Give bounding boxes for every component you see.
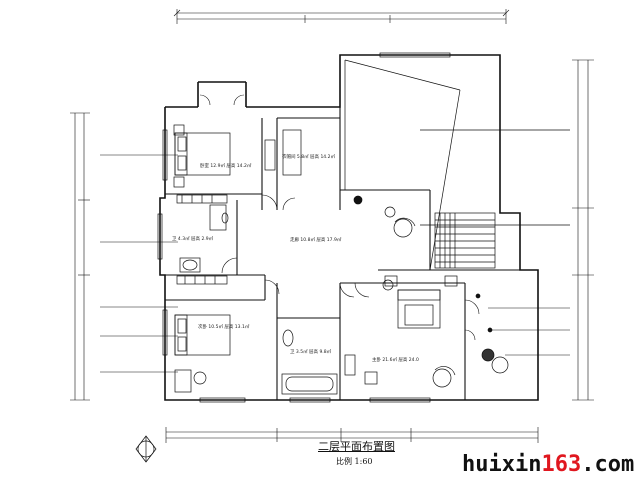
master-bed: [364, 275, 458, 388]
drawing-title: 二层平面布置图: [318, 440, 395, 453]
lounge-furniture: [353, 195, 416, 291]
exterior-walls: [159, 54, 539, 401]
bottom-dimension-lines: [165, 427, 539, 443]
room-label-corridor: 走廊 10.8㎡ 层高 17.9㎡: [290, 236, 342, 243]
site-watermark: huixin163.com: [462, 452, 634, 477]
room-label-walkin: 衣帽间 5.8㎡ 层高 14.2㎡: [282, 153, 335, 160]
void-outline: [344, 59, 570, 271]
drawing-scale: 比例 1:60: [336, 457, 373, 466]
right-dimension-lines: [572, 59, 594, 401]
watermark-accent: 163: [541, 452, 582, 477]
watermark-prefix: huixin: [462, 452, 542, 477]
bed-a: [173, 124, 231, 188]
doors: [199, 94, 480, 341]
annotation-leaders: [100, 154, 570, 373]
room-label-bath-a: 卫 4.3㎡ 层高 2.9㎡: [172, 235, 214, 242]
room-label-master: 主卧 21.6㎡ 层高 24.0: [372, 356, 419, 363]
room-label-bath-b: 卫 3.5㎡ 层高 9.8㎡: [290, 348, 332, 355]
balcony-plant: [475, 293, 509, 374]
top-dimension-lines: [173, 9, 510, 24]
north-arrow: [135, 435, 157, 463]
room-label-bedroom-b: 次卧 10.5㎡ 层高 13.1㎡: [198, 323, 250, 330]
room-label-bedroom-a: 卧室 12.9㎡ 层高 14.2㎡: [200, 162, 252, 169]
bed-b: [174, 314, 231, 393]
staircase: [434, 212, 496, 269]
watermark-suffix: .com: [581, 452, 635, 477]
left-dimension-lines: [70, 112, 90, 401]
bath-b-fixtures: [281, 329, 356, 395]
bath-a-fixtures: [179, 204, 229, 273]
interior-walls: [165, 107, 538, 400]
wardrobe: [176, 129, 302, 285]
